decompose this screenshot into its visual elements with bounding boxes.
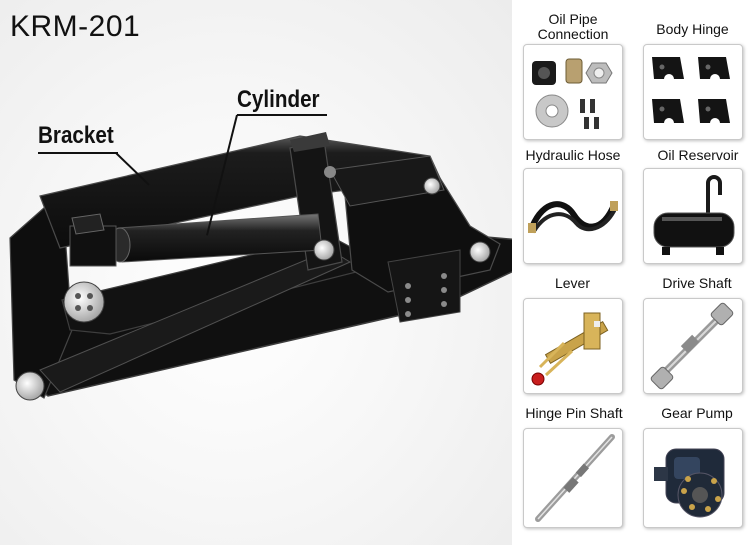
part-label: Oil Pipe Connection [537,11,609,42]
hydraulic-hose-icon [528,201,618,233]
oil-pipe-connection-icon [532,58,613,129]
lever-image [523,298,623,394]
part-label: Body Hinge [656,21,729,37]
parts-grid: Oil Pipe Connection Body Hinge [515,0,750,545]
model-title: KRM-201 [10,10,141,43]
oil-pipe-connection-image [523,44,623,140]
part-label: Hydraulic Hose [525,147,621,163]
part-oil-pipe-connection[interactable]: Oil Pipe Connection [515,12,630,140]
part-hinge-pin-shaft[interactable]: Hinge Pin Shaft [515,406,630,536]
part-body-hinge[interactable]: Body Hinge [635,12,750,140]
part-lever[interactable]: Lever [515,276,630,396]
cylinder-callout: Cylinder [237,86,320,113]
lever-icon [531,312,609,386]
drive-shaft-icon [650,302,734,390]
bracket-leader-line [38,152,118,154]
cylinder-leader-line [237,114,327,116]
gear-pump-icon [654,448,725,518]
body-hinge-icon [652,57,730,123]
part-drive-shaft[interactable]: Drive Shaft [635,276,750,396]
part-hydraulic-hose[interactable]: Hydraulic Hose [515,148,630,266]
part-label: Lever [554,275,591,291]
hinge-pin-shaft-image [523,428,623,528]
part-label: Gear Pump [661,405,733,421]
part-label: Hinge Pin Shaft [525,405,623,421]
bracket-callout: Bracket [38,122,114,149]
part-label: Drive Shaft [662,275,732,291]
part-gear-pump[interactable]: Gear Pump [635,406,750,536]
oil-reservoir-image [643,168,743,264]
oil-reservoir-icon [653,175,735,255]
drive-shaft-image [643,298,743,394]
part-label: Oil Reservoir [657,147,739,163]
body-hinge-image [643,44,743,140]
part-oil-reservoir[interactable]: Oil Reservoir [635,148,750,266]
hydraulic-hoist-image [9,132,512,401]
product-view: KRM-201 [0,0,512,545]
gear-pump-image [643,428,743,528]
hinge-pin-shaft-icon [535,434,615,522]
hydraulic-hose-image [523,168,623,264]
